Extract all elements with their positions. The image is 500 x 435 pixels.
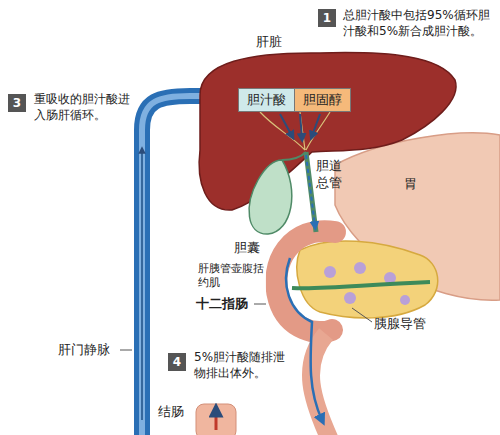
callout-number: 1 (318, 9, 336, 27)
part-label: 十二指肠 (196, 296, 256, 313)
part-label: 肝门静脉 (58, 342, 118, 359)
part-label: 胃 (404, 176, 424, 193)
box-text: 胆汁酸 (247, 92, 286, 107)
callout-number: 3 (8, 94, 26, 112)
part-label: 重吸收的胆汁酸进入肠肝循环。 (34, 92, 130, 123)
part-label: 肝脏 (256, 34, 296, 51)
box-text: 胆固醇 (303, 92, 342, 107)
substance-box: 胆固醇 (294, 88, 351, 112)
part-label: 结肠 (158, 404, 192, 421)
substance-box: 胆汁酸 (238, 88, 295, 112)
part-label: 肝胰管壶腹括约肌 (196, 262, 266, 291)
part-label: 胆囊 (234, 240, 266, 257)
part-label: 5%胆汁酸随排泄物排出体外。 (192, 350, 292, 381)
callout-number: 4 (168, 353, 186, 371)
part-label: 胰腺导管 (374, 316, 434, 333)
part-label: 胆道总管 (316, 158, 344, 192)
part-label: 总胆汁酸中包括95%循环胆汁酸和5%新合成胆汁酸。 (343, 8, 495, 39)
